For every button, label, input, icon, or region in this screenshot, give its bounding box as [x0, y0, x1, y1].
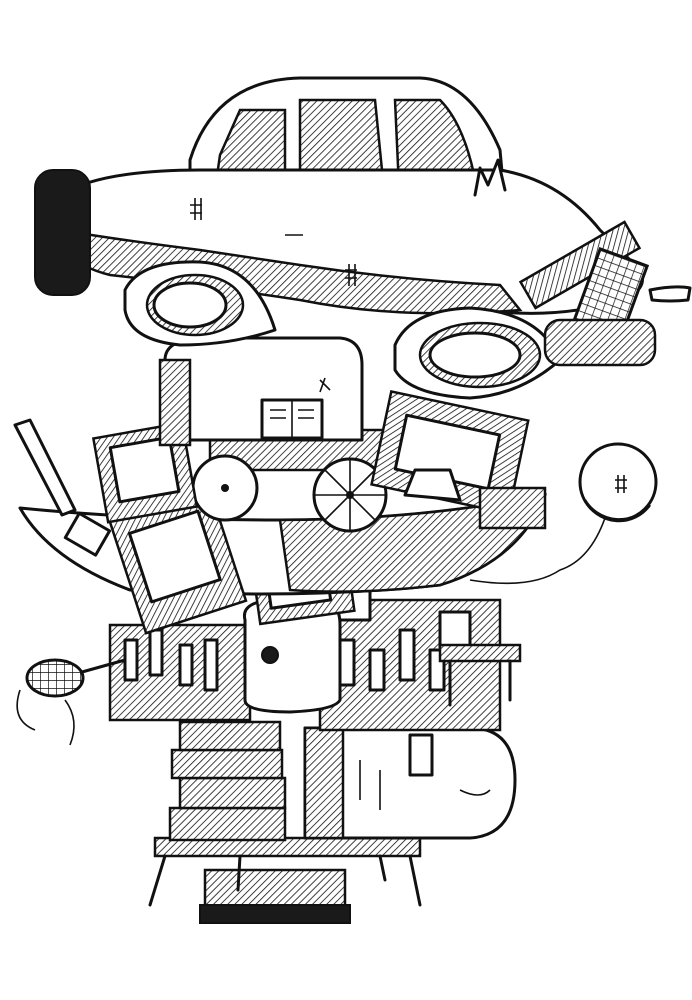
radio [13, 418, 199, 524]
sign-board [107, 484, 248, 635]
pedestal [199, 868, 351, 924]
bench [438, 643, 522, 707]
table [148, 836, 422, 907]
book-stack [168, 720, 287, 842]
balloon [469, 442, 658, 585]
mailbox [303, 726, 517, 840]
car [34, 76, 692, 344]
cart [191, 428, 388, 533]
kettle [242, 598, 342, 714]
tennis-racket [16, 658, 127, 746]
trailer [158, 336, 364, 447]
boat [18, 493, 547, 596]
car-fenders [123, 260, 657, 400]
crate [370, 389, 547, 530]
